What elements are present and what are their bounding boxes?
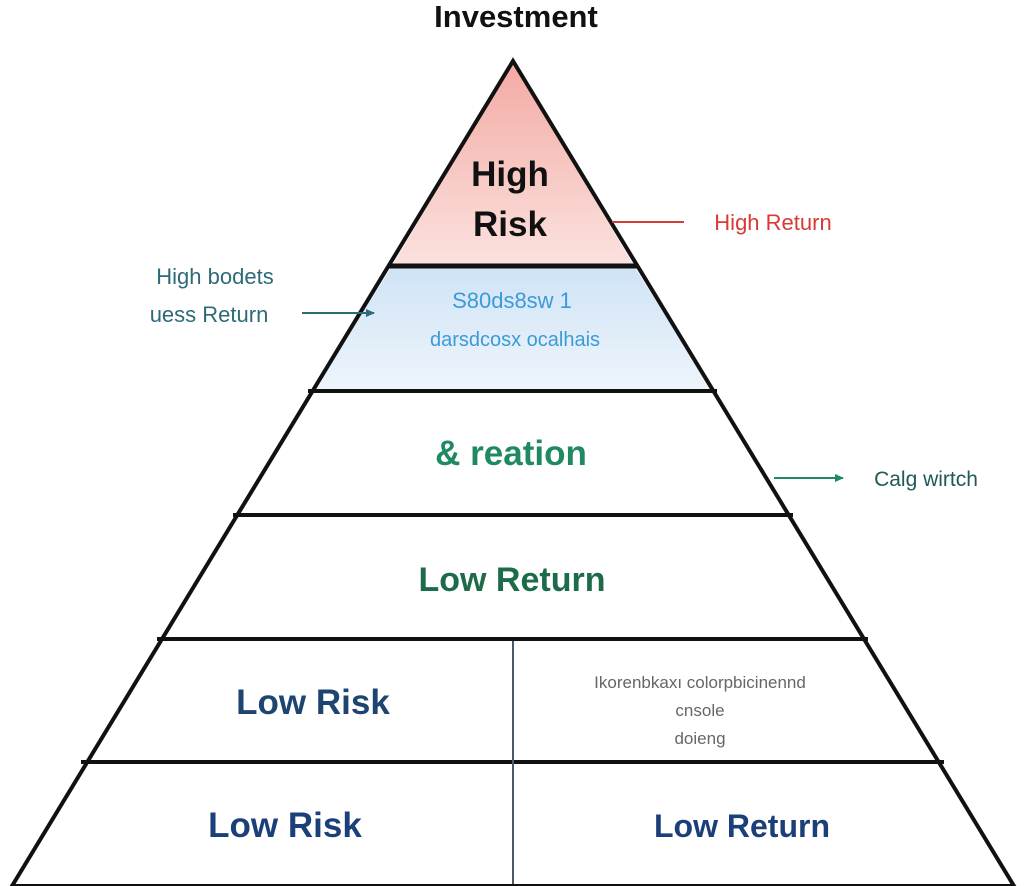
tier-bottom-left-label: Low Risk <box>208 806 362 845</box>
tier-fifth-right-line2: cnsole <box>675 701 724 720</box>
tier-fifth-right-line1: Ikorenbkaxı colorpbicinennd <box>594 673 806 692</box>
right-mid-annotation: Calg wirtch <box>874 468 978 491</box>
left-annotation-line2: uess Return <box>150 302 269 327</box>
tier-second-fill <box>313 266 712 390</box>
tier-third-label: & reation <box>435 434 587 473</box>
pyramid-outline <box>9 57 1017 886</box>
tier-fourth-label: Low Return <box>419 561 606 599</box>
tier-top-line2: Risk <box>473 205 547 244</box>
tier-fifth-left-label: Low Risk <box>236 683 390 722</box>
diagram-title: Investment <box>434 0 598 34</box>
high-return-annotation: High Return <box>714 210 831 235</box>
tier-second-line2: darsdcosx ocalhais <box>430 329 600 351</box>
tier-top-fill <box>392 61 634 266</box>
tier-second-line1: S80ds8sw 1 <box>452 288 572 313</box>
tier-bottom-right-label: Low Return <box>654 808 830 844</box>
tier-fifth-right-line3: doieng <box>674 729 725 748</box>
left-annotation-line1: High bodets <box>156 264 273 289</box>
tier-top-line1: High <box>471 155 549 194</box>
